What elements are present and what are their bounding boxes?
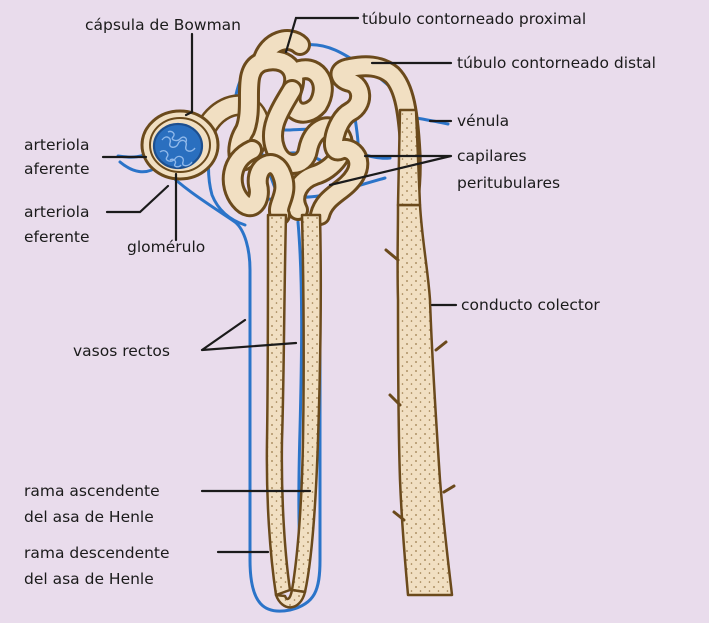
- label-capilares-2: peritubulares: [457, 174, 560, 192]
- duct-branch-1: [386, 250, 398, 260]
- henle-descending: [267, 215, 290, 595]
- leader-eferente: [107, 186, 168, 212]
- label-colector: conducto colector: [461, 296, 600, 314]
- label-vasos: vasos rectos: [73, 342, 170, 360]
- label-proximal: túbulo contorneado proximal: [362, 10, 586, 28]
- label-capilares-1: capilares: [457, 147, 527, 165]
- label-distal: túbulo contorneado distal: [457, 54, 656, 72]
- duct-branch-4: [444, 486, 454, 492]
- label-capsula: cápsula de Bowman: [85, 16, 241, 34]
- label-ascendente-2: del asa de Henle: [24, 508, 154, 526]
- collecting-duct: [398, 205, 452, 595]
- label-eferente-1: arteriola: [24, 203, 89, 221]
- leader-capsula: [186, 34, 192, 115]
- label-descendente-2: del asa de Henle: [24, 570, 154, 588]
- labels: cápsula de Bowman túbulo contorneado pro…: [24, 10, 656, 588]
- label-descendente-1: rama descendente: [24, 544, 170, 562]
- collecting-duct-top: [398, 110, 420, 205]
- duct-branch-2: [436, 342, 446, 350]
- label-eferente-2: eferente: [24, 228, 90, 246]
- henle-ascending: [292, 215, 321, 592]
- label-aferente-1: arteriola: [24, 136, 89, 154]
- label-glomerulo: glomérulo: [127, 238, 205, 256]
- nephron-tubules: [205, 40, 454, 607]
- glomerulus: [154, 124, 202, 168]
- label-ascendente-1: rama ascendente: [24, 482, 160, 500]
- label-aferente-2: aferente: [24, 160, 90, 178]
- label-venula: vénula: [457, 112, 509, 130]
